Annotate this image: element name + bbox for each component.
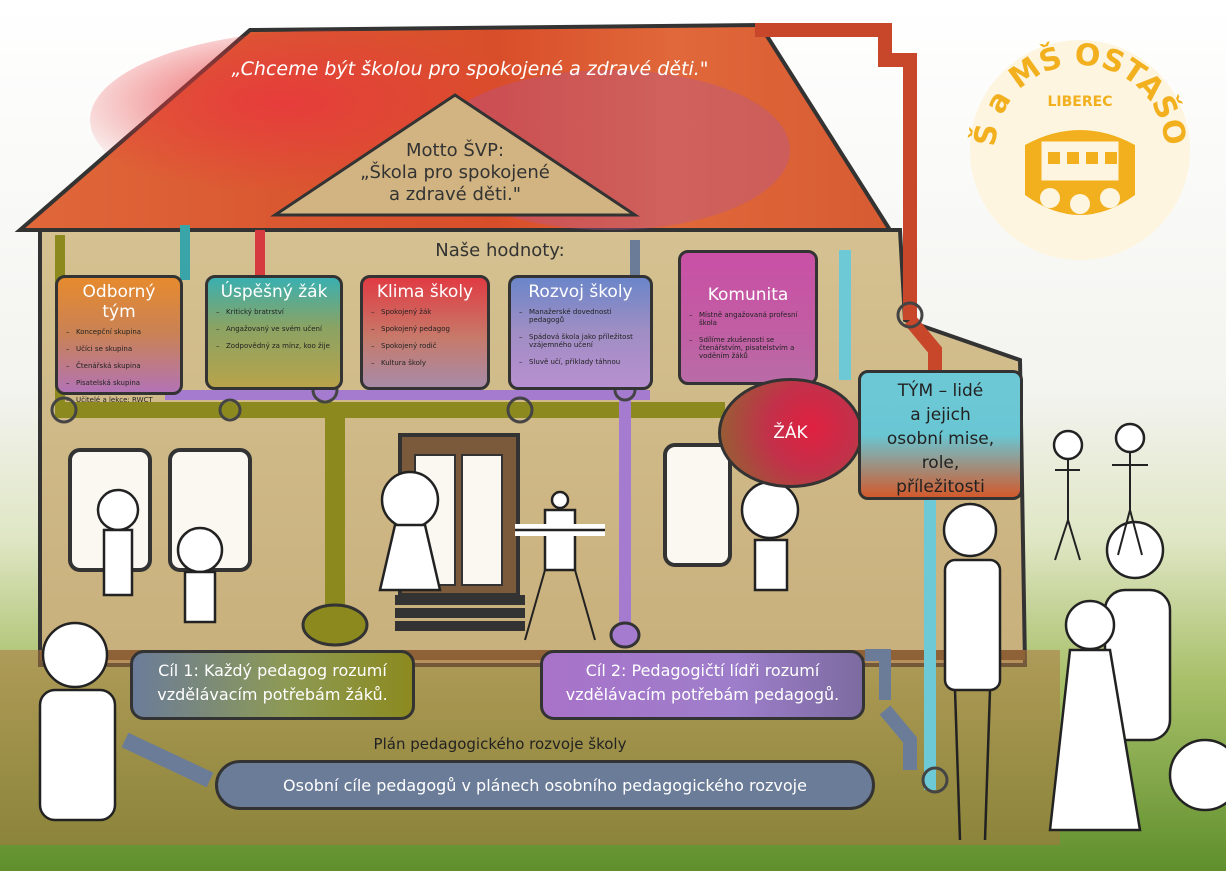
personal-goals-box: Osobní cíle pedagogů v plánech osobního … (215, 760, 875, 810)
value-item: Učíci se skupina (66, 345, 174, 353)
value-title: Odborný tým (82, 282, 156, 322)
goal-2-box: Cíl 2: Pedagogičtí lídři rozumí vzděláva… (540, 650, 865, 720)
motto: Motto ŠVP: „Škola pro spokojené a zdravé… (330, 140, 580, 206)
value-list: Manažerské dovednosti pedagogů Spádová š… (517, 308, 644, 366)
value-item: Angažovaný ve svém učení (216, 325, 334, 333)
value-item: Manažerské dovednosti pedagogů (519, 308, 644, 324)
value-box-klima-skoly: Klima školy Spokojený žák Spokojený peda… (360, 275, 490, 390)
value-box-komunita: Komunita Místně angažovaná profesní škol… (678, 250, 818, 385)
team-line: a jejich (910, 405, 971, 425)
values-title: Naše hodnoty: (435, 240, 565, 261)
value-item: Sdílíme zkušenosti se čtenářstvím, pisat… (689, 336, 809, 360)
motto-line-1: „Škola pro spokojené (360, 162, 550, 183)
roof-slogan: „Chceme být školou pro spokojené a zdrav… (231, 58, 709, 80)
student-node: ŽÁK (718, 378, 863, 488)
team-box: TÝM – lidé a jejich osobní mise, role, p… (858, 370, 1023, 500)
value-item: Sluvě učí, příklady táhnou (519, 358, 644, 366)
value-box-uspesny-zak: Úspěšný žák Kritický bratrství Angažovan… (205, 275, 343, 390)
value-title: Rozvoj školy (528, 282, 633, 302)
value-item: Spádová škola jako příležitost vzájemnéh… (519, 333, 644, 349)
plan-title: Plán pedagogického rozvoje školy (373, 735, 627, 753)
value-item: Zodpovědný za mínz, koo žije (216, 342, 334, 350)
value-item: Čtenářská skupina (66, 362, 174, 370)
value-title: Klima školy (376, 282, 474, 302)
value-item: Kultura školy (371, 359, 481, 367)
value-item: Spokojený pedagog (371, 325, 481, 333)
svg-text:LIBEREC: LIBEREC (1048, 94, 1113, 110)
value-item: Místně angažovaná profesní škola (689, 311, 809, 327)
value-list: Koncepční skupina Učíci se skupina Čtená… (64, 328, 174, 404)
value-list: Spokojený žák Spokojený pedagog Spokojen… (369, 308, 481, 367)
motto-line-2: a zdravé děti." (388, 184, 522, 205)
value-item: Učitelé a lekce: RWCT (66, 396, 174, 404)
goal-1-line-1: Cíl 1: Každý pedagog rozumí (158, 661, 387, 680)
goal-1-line-2: vzdělávacím potřebám žáků. (157, 685, 388, 704)
motto-heading: Motto ŠVP: (405, 140, 505, 161)
value-item: Kritický bratrství (216, 308, 334, 316)
goal-2-line-1: Cíl 2: Pedagogičtí lídři rozumí (585, 661, 820, 680)
school-logo: ZŠ a MŠ OSTAŠOV LIBEREC (955, 20, 1192, 260)
team-line: role, (921, 453, 960, 473)
value-item: Spokojený rodič (371, 342, 481, 350)
goal-2-line-2: vzdělávacím potřebám pedagogů. (565, 685, 840, 704)
team-line: příležitosti (896, 477, 985, 497)
value-box-odborny-tym: Odborný tým Koncepční skupina Učíci se s… (55, 275, 183, 404)
value-box-rozvoj-skoly: Rozvoj školy Manažerské dovednosti pedag… (508, 275, 653, 390)
value-item: Spokojený žák (371, 308, 481, 316)
value-item: Pisatelská skupina (66, 379, 174, 387)
value-list: Místně angažovaná profesní škola Sdílíme… (687, 311, 809, 360)
team-line: osobní mise, (886, 429, 995, 449)
value-title: Úspěšný žák (220, 282, 328, 302)
value-item: Koncepční skupina (66, 328, 174, 336)
goal-1-box: Cíl 1: Každý pedagog rozumí vzdělávacím … (130, 650, 415, 720)
team-line: TÝM – lidé (897, 381, 984, 401)
value-title: Komunita (707, 285, 789, 305)
value-list: Kritický bratrství Angažovaný ve svém uč… (214, 308, 334, 350)
